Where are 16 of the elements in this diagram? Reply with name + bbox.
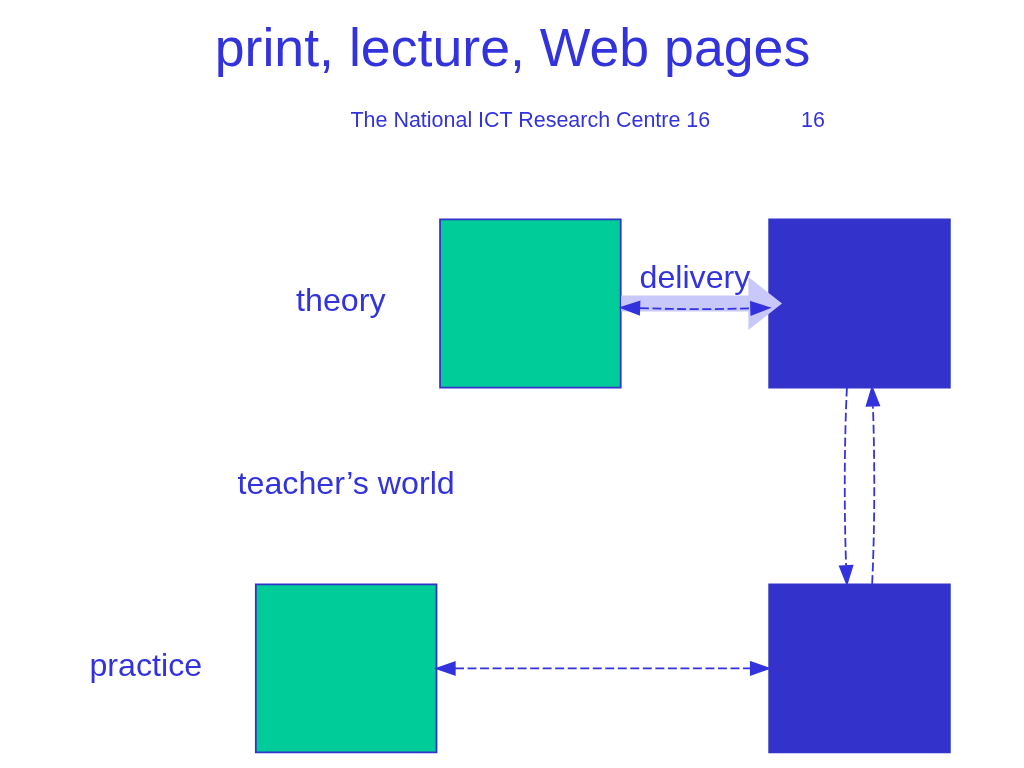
node-box bbox=[438, 218, 622, 389]
label: 16 bbox=[800, 107, 825, 132]
node-label: practice bbox=[88, 647, 202, 684]
diagram-title: print, lecture, Web pages bbox=[214, 16, 810, 77]
arrow bbox=[618, 300, 772, 316]
arrow bbox=[620, 277, 782, 330]
edge-label: delivery bbox=[638, 259, 750, 296]
arrow bbox=[864, 385, 880, 585]
node-box bbox=[767, 218, 951, 389]
node-box bbox=[254, 583, 437, 754]
arrow bbox=[433, 660, 771, 676]
arrow bbox=[838, 386, 854, 587]
label: The National ICT Research Centre 16 bbox=[350, 107, 710, 132]
node-label: theory bbox=[295, 282, 386, 319]
node-box bbox=[767, 583, 951, 754]
node-label: teacher’s world bbox=[237, 464, 455, 501]
